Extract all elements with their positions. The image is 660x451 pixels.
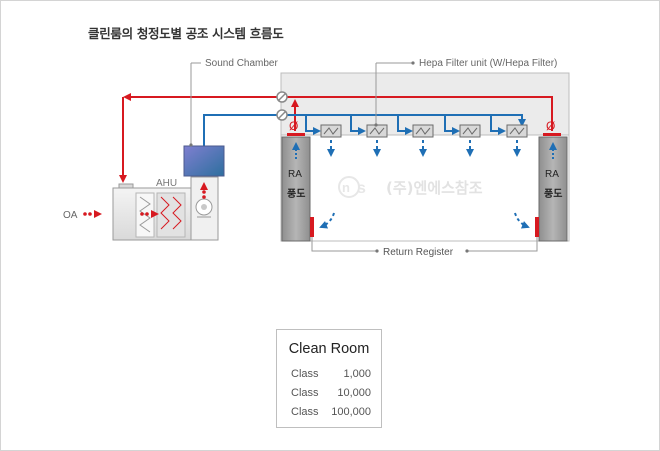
ra-label-left: RA [288,169,302,180]
ra-up-arrows [292,142,557,159]
oa-label: OA [63,210,78,221]
damper-left [287,133,305,136]
svg-text:n: n [342,180,350,195]
watermark-logo: n s [338,176,366,198]
legend-row-value: 100,000 [331,406,371,418]
supply-branch-1 [305,115,321,135]
sound-chamber-box [183,145,225,177]
legend-row-value: 1,000 [343,368,371,380]
ra-label-right: RA [545,169,559,180]
damper-valve-return [276,91,288,103]
watermark-text: (주)엔에스참조 [386,179,483,197]
downflow-arrows [319,140,530,229]
return-register-right [535,217,539,237]
damper-valve-supply [276,109,288,121]
svg-text:s: s [357,180,366,197]
legend-row-value: 10,000 [337,387,371,399]
hepa-filter-unit-3 [412,124,434,138]
damper-right [543,133,561,136]
legend-title: Clean Room [288,341,370,357]
hepa-filter-unit-4 [459,124,481,138]
return-register-label: Return Register [383,247,454,258]
damper-symbol-right: Ø [546,119,555,133]
duct-label-right: 풍도 [544,188,562,200]
hepa-filter-unit-2 [366,124,388,138]
supply-branch-4 [444,115,460,135]
duct-label-left: 풍도 [287,188,305,200]
supply-branch-3 [397,115,413,135]
clean-room-legend: Clean Room Class 1,000 Class 10,000 Clas… [276,329,382,428]
supply-branch-2 [350,115,366,135]
damper-symbol-left: Ø [289,119,298,133]
hepa-filter-unit-5 [506,124,528,138]
hepa-filter-unit-1 [320,124,342,138]
hepa-filter-label: Hepa Filter unit (W/Hepa Filter) [419,58,557,69]
legend-row-label: Class [291,387,319,399]
supply-branch-5 [490,115,506,135]
oa-inlet-arrow [83,210,102,218]
ahu-flow [140,182,208,218]
supply-air-line [203,114,526,147]
return-register-left [310,217,314,237]
return-register-leader [311,237,538,252]
page-title: 클린룸의 청정도별 공조 시스템 흐름도 [88,26,284,41]
return-air-line [123,93,553,131]
legend-row-label: Class [291,368,319,380]
legend-row-label: Class [291,406,319,418]
sound-chamber-label: Sound Chamber [205,58,278,69]
ahu-label: AHU [156,178,177,189]
